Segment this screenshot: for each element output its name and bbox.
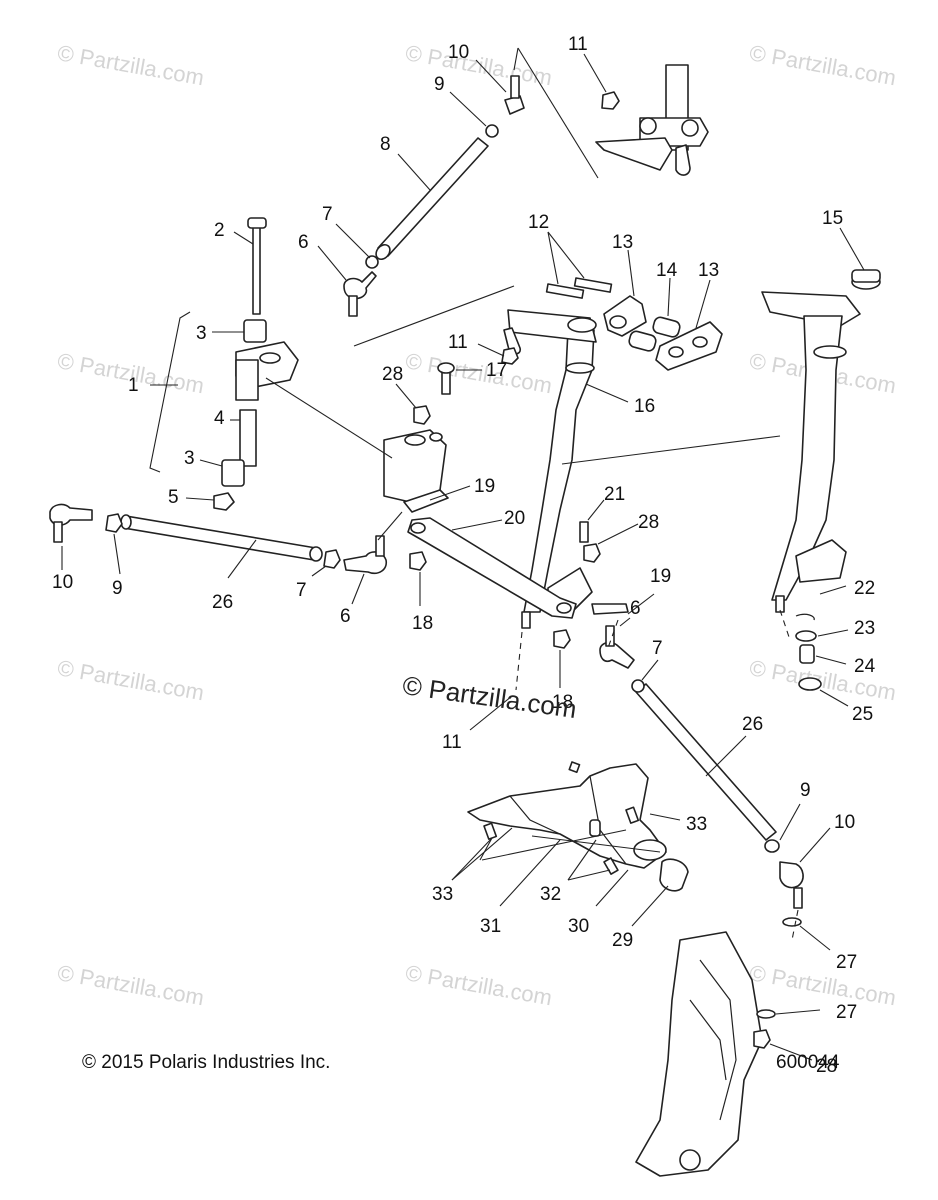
callout-labels: 1 2 3 4 3 5 6 7 8 9 10 11 12 13 14 13	[52, 34, 876, 1077]
callout-26-left: 26	[212, 592, 233, 613]
callout-11-bottom: 11	[442, 732, 462, 753]
callout-18-right: 18	[552, 692, 573, 713]
callout-32: 32	[540, 884, 561, 905]
callout-11-top: 11	[568, 34, 588, 55]
spindle-knuckle	[635, 917, 802, 1177]
callout-2: 2	[214, 220, 225, 241]
callout-8: 8	[380, 134, 391, 155]
callout-7-right: 7	[652, 638, 663, 659]
callout-12: 12	[528, 212, 549, 233]
tie-rod-upper	[343, 75, 525, 317]
callout-5: 5	[168, 487, 179, 508]
callout-30: 30	[568, 916, 589, 937]
callout-17: 17	[486, 360, 507, 381]
callout-4: 4	[214, 408, 225, 429]
callout-27-bottom: 27	[836, 1002, 857, 1023]
callout-13: 13	[612, 232, 633, 253]
callout-27-top: 27	[836, 952, 857, 973]
callout-18-left: 18	[412, 613, 433, 634]
column-clamp	[545, 277, 723, 371]
callout-15: 15	[822, 208, 843, 229]
callout-6-left: 6	[340, 606, 351, 627]
tie-rod-right	[599, 625, 804, 909]
callout-13b: 13	[698, 260, 719, 281]
callout-16: 16	[634, 396, 655, 417]
callout-24: 24	[854, 656, 876, 677]
column-shaft-right	[761, 269, 881, 691]
callout-19-mid: 19	[474, 476, 495, 497]
callout-7-left: 7	[296, 580, 307, 601]
callout-28-mid: 28	[382, 364, 403, 385]
skid-plate	[467, 761, 689, 892]
callout-7-top: 7	[322, 204, 333, 225]
callout-6-top: 6	[298, 232, 309, 253]
assembly-lines	[265, 47, 799, 941]
callout-9-left: 9	[112, 578, 123, 599]
callout-33-right: 33	[686, 814, 707, 835]
callout-6-right: 6	[630, 598, 641, 619]
callout-29: 29	[612, 930, 633, 951]
tie-rod-left	[49, 503, 388, 575]
callout-28-right: 28	[638, 512, 659, 533]
callout-10-right: 10	[834, 812, 855, 833]
drag-link-arm	[407, 517, 629, 649]
callout-3b: 3	[184, 448, 195, 469]
callout-9-top: 9	[434, 74, 445, 95]
callout-10-left: 10	[52, 572, 73, 593]
callout-28-bottom: 28	[816, 1056, 837, 1077]
callout-9-right: 9	[800, 780, 811, 801]
column-upper	[595, 64, 709, 176]
callout-22: 22	[854, 578, 875, 599]
callout-31: 31	[480, 916, 501, 937]
pivot-block	[383, 362, 455, 513]
steering-column	[501, 309, 597, 629]
callout-11-mid: 11	[448, 332, 468, 353]
callout-23: 23	[854, 618, 875, 639]
copyright-text: © 2015 Polaris Industries Inc.	[82, 1052, 331, 1073]
callout-3: 3	[196, 323, 207, 344]
pivot-assembly	[149, 217, 299, 511]
diagram-number: 600044	[776, 1052, 840, 1073]
callout-10-top: 10	[448, 42, 469, 63]
callout-1: 1	[128, 375, 139, 396]
callout-26-right: 26	[742, 714, 763, 735]
callout-33-left: 33	[432, 884, 453, 905]
callout-25: 25	[852, 704, 873, 725]
callout-14: 14	[656, 260, 678, 281]
callout-20: 20	[504, 508, 525, 529]
callout-21: 21	[604, 484, 625, 505]
callout-19-right: 19	[650, 566, 671, 587]
